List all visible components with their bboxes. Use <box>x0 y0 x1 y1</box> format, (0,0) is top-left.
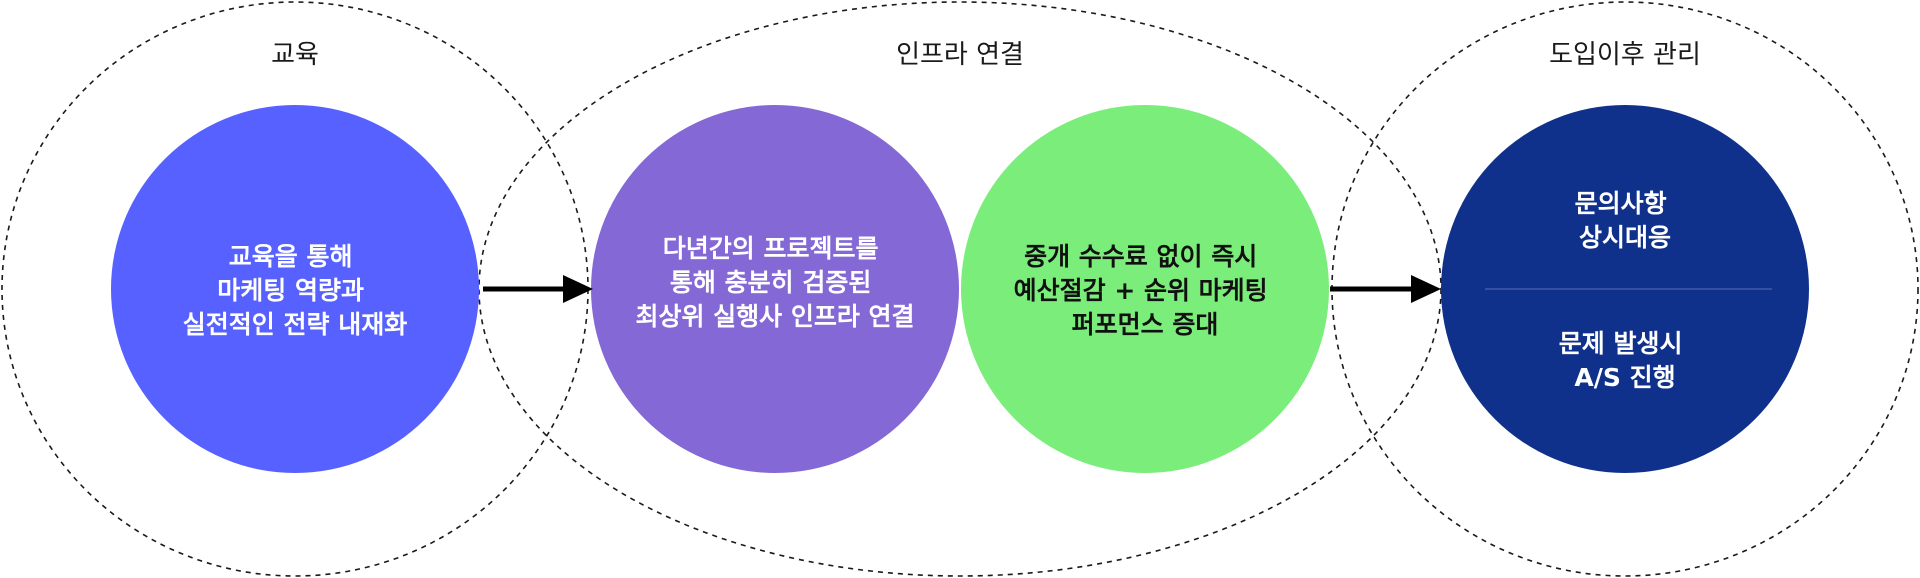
circle-education <box>111 105 479 473</box>
group-title-infrastructure: 인프라 연결 <box>896 40 1024 70</box>
circle-no-fee-text: 중개 수수료 없이 즉시 예산절감 + 순위 마케팅 퍼포먼스 증대 <box>1014 242 1277 339</box>
circle-text-line: 문제 발생시 <box>1559 329 1683 358</box>
circle-text-line: 다년간의 프로젝트를 <box>663 234 879 263</box>
arrow-education-to-infra <box>483 275 593 303</box>
circle-verified-infra <box>591 105 959 473</box>
circle-text-line: 최상위 실행사 인프라 연결 <box>635 302 914 331</box>
circle-education-text: 교육을 통해 마케팅 역량과 실전적인 전략 내재화 <box>183 242 407 339</box>
arrow-infra-to-aftercare <box>1330 275 1441 303</box>
circle-text-line: 실전적인 전략 내재화 <box>183 310 407 339</box>
group-title-education: 교육 <box>271 40 319 70</box>
circle-text-line: 마케팅 역량과 <box>217 276 364 305</box>
group-title-aftercare: 도입이후 관리 <box>1549 40 1701 70</box>
circle-verified-infra-text: 다년간의 프로젝트를 통해 충분히 검증된 최상위 실행사 인프라 연결 <box>635 234 914 331</box>
circle-text-line: A/S 진행 <box>1574 363 1675 392</box>
circle-text-line: 상시대응 <box>1579 223 1671 252</box>
circle-no-fee <box>961 105 1329 473</box>
circle-aftercare-bottom-text: 문제 발생시 A/S 진행 <box>1559 329 1691 392</box>
circle-text-line: 중개 수수료 없이 즉시 <box>1024 242 1257 271</box>
circle-text-line: 교육을 통해 <box>229 242 353 271</box>
circle-text-line: 통해 충분히 검증된 <box>670 268 871 297</box>
circle-text-line: 문의사항 <box>1575 189 1667 218</box>
circle-text-line: 예산절감 + 순위 마케팅 <box>1014 276 1268 305</box>
circle-text-line: 퍼포먼스 증대 <box>1072 310 1219 339</box>
circle-aftercare-top-text: 문의사항 상시대응 <box>1575 189 1676 252</box>
